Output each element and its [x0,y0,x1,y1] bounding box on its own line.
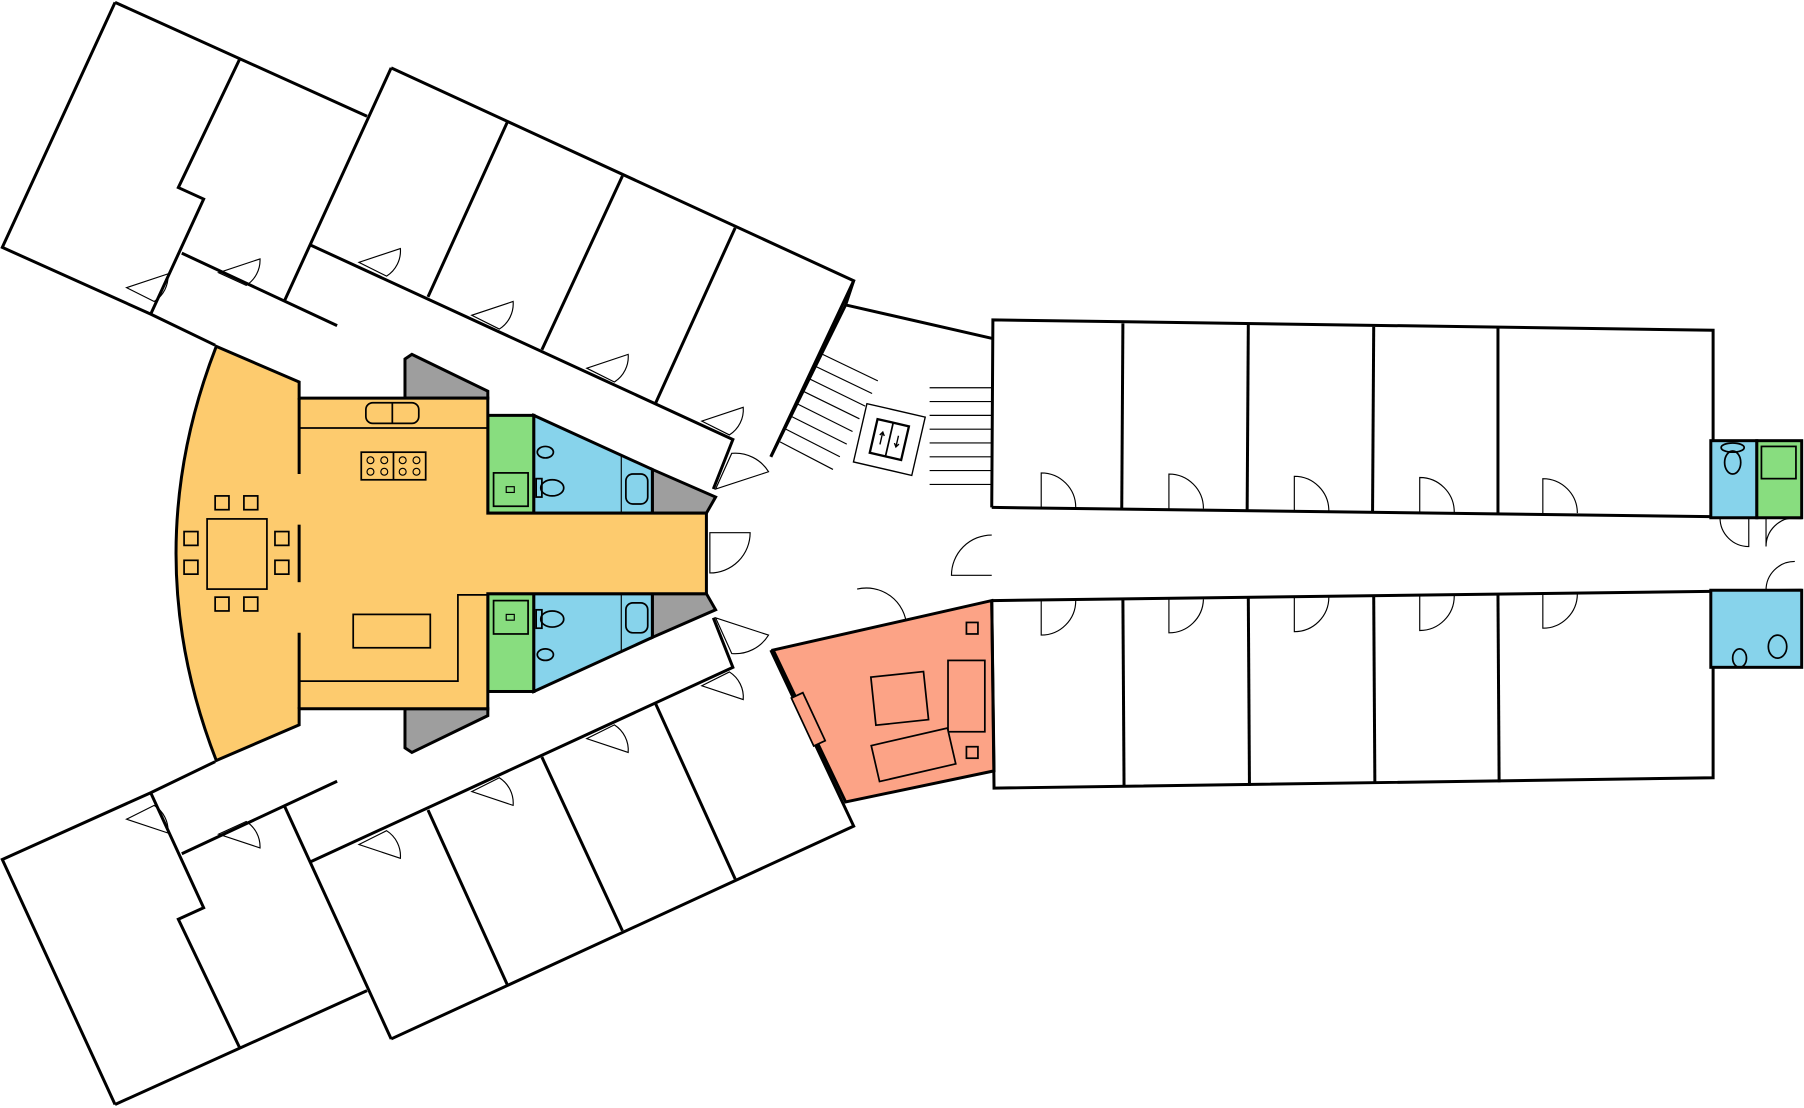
east-wing [990,318,1804,790]
sink-icon [364,401,420,425]
sofa-icon [790,621,986,783]
kitchen-dining-room [174,344,708,763]
stairs-icon [779,352,992,485]
stove-icon [360,451,427,481]
kitchen-island [352,613,432,649]
dining-table-icon [183,495,290,612]
door-swing-icon [1040,472,1795,636]
elevator-icon [852,402,927,477]
